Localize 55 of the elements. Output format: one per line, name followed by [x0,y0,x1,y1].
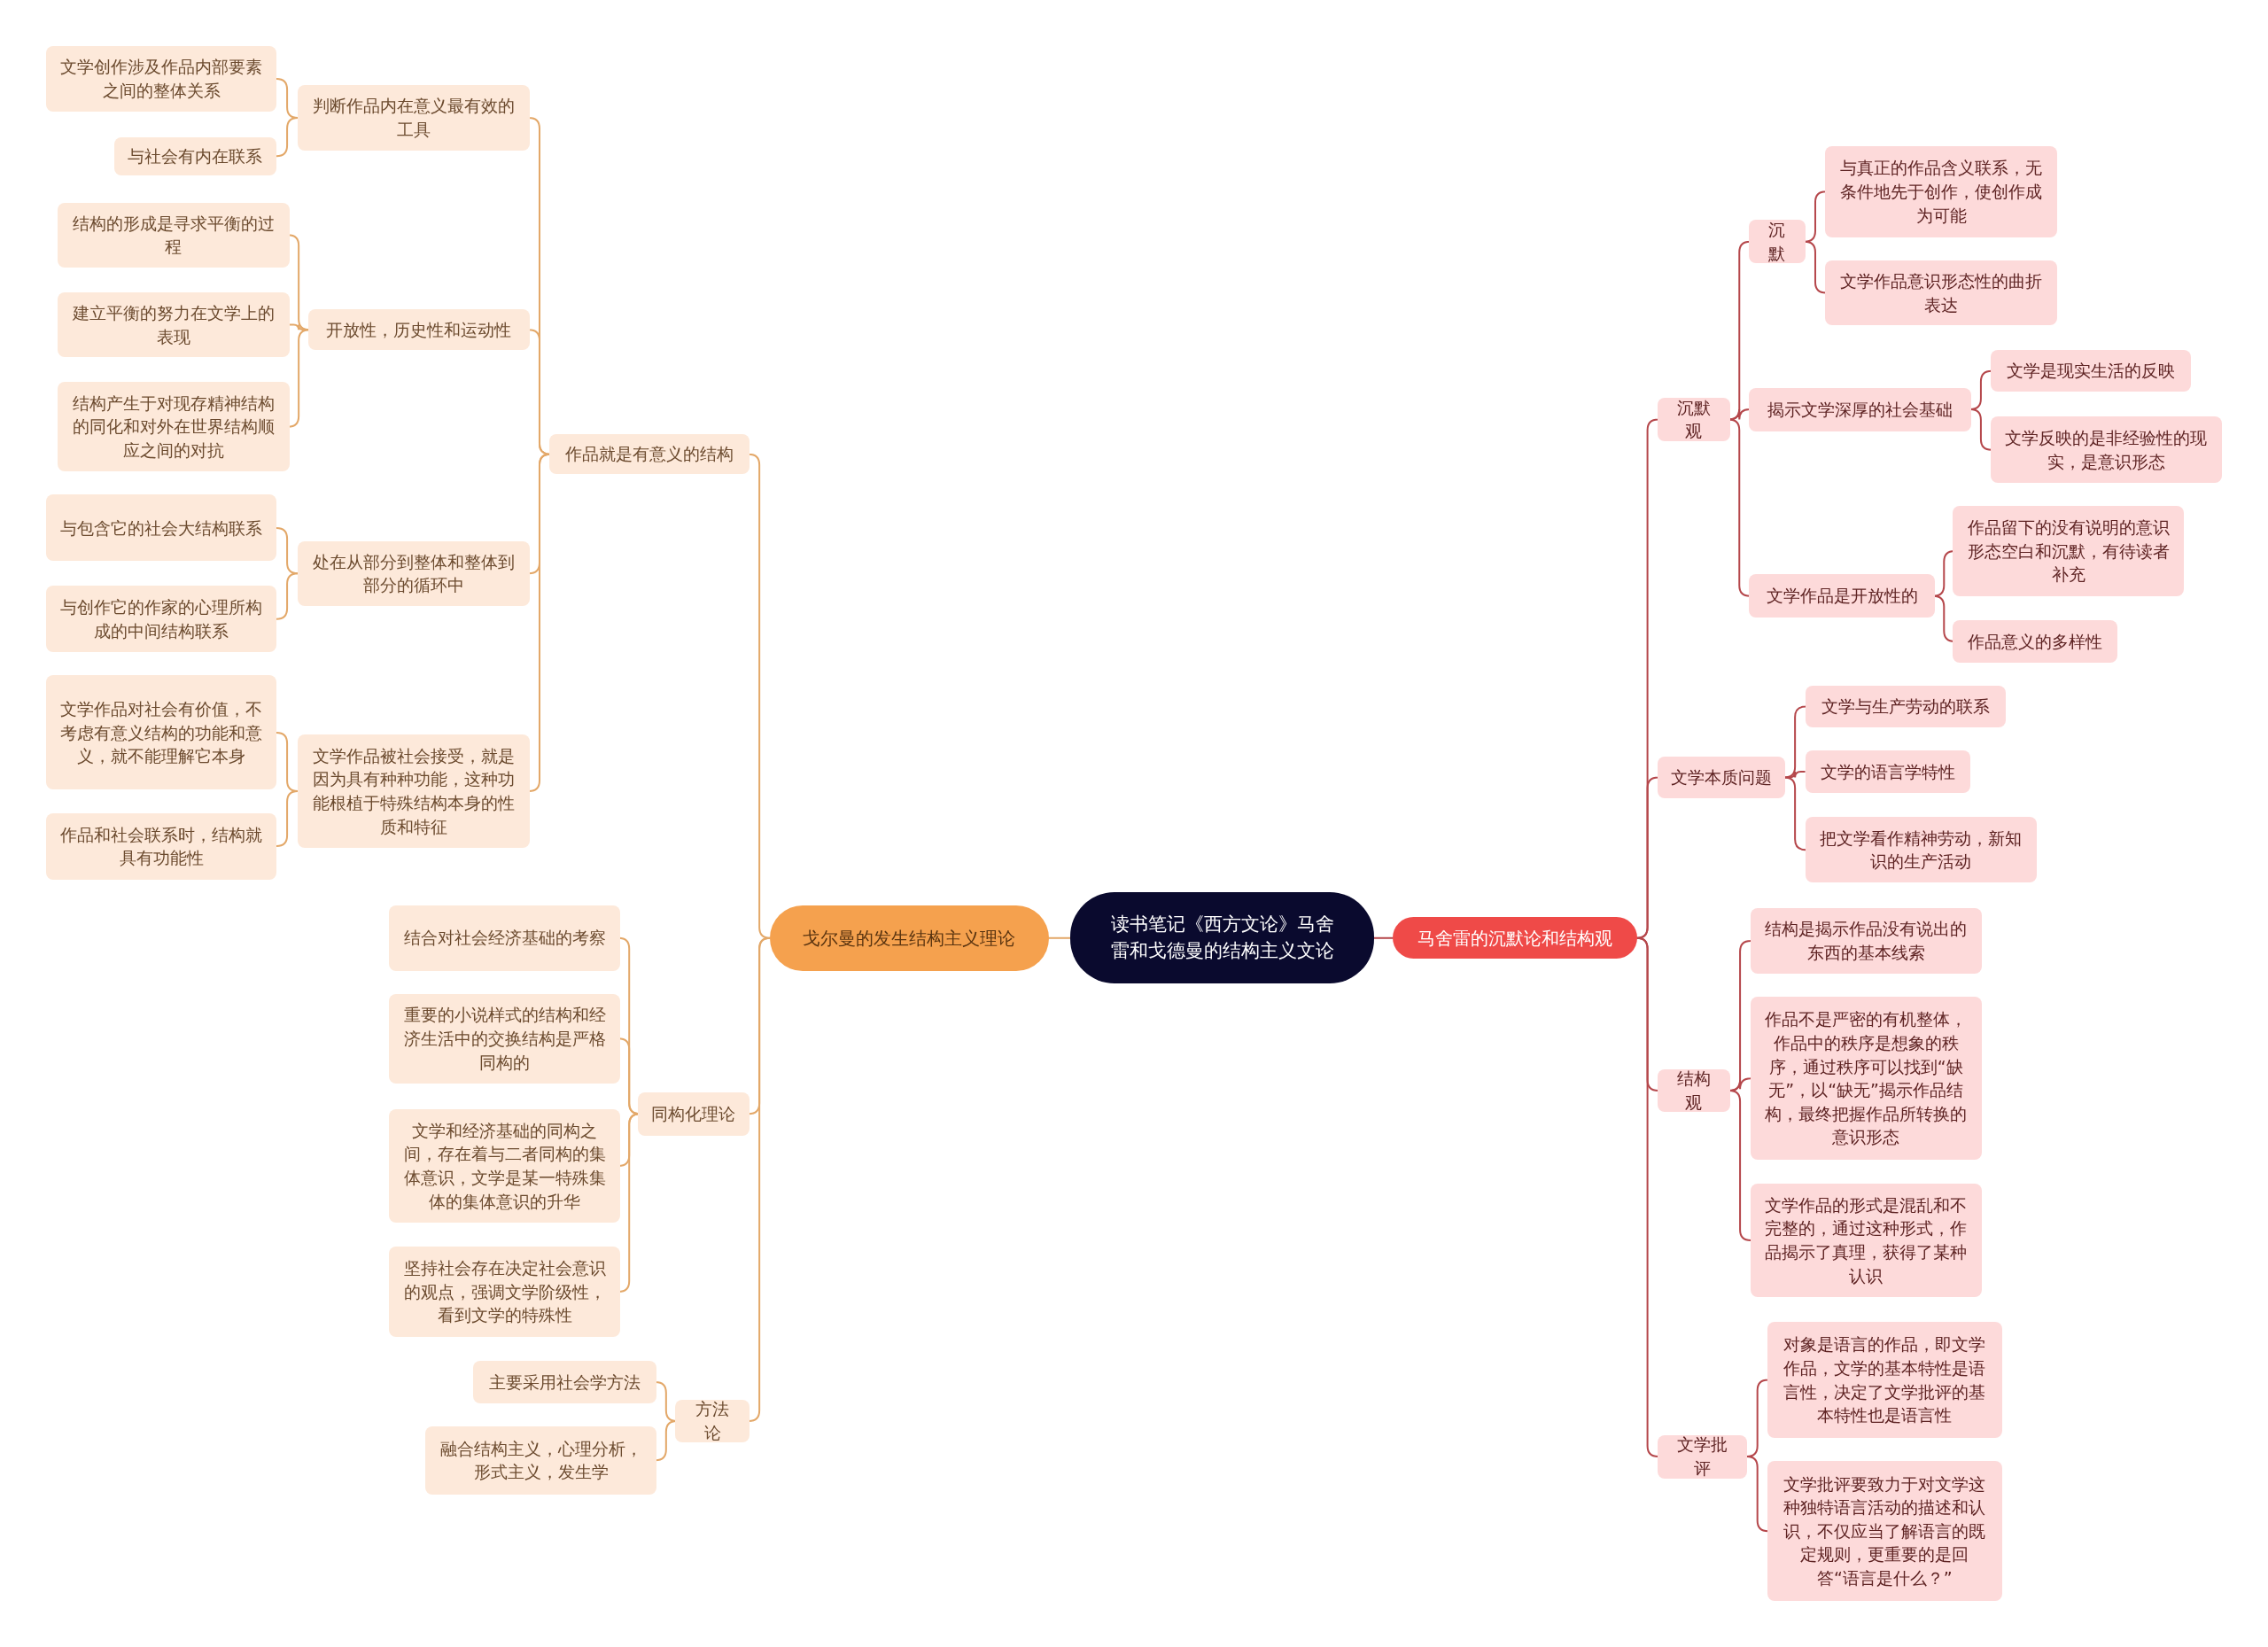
topic-box: 与真正的作品含义联系，无条件地先于创作，使创作成为可能 [1825,145,2057,237]
topic-box: 判断作品内在意义最有效的工具 [298,85,530,151]
topic-box: 作品意义的多样性 [1953,620,2118,663]
topic-box: 文学是现实生活的反映 [1990,350,2192,392]
topic-box: 结构是揭示作品没有说出的东西的基本线索 [1750,908,1982,974]
connector-line [275,790,299,848]
topic-box: 同构化理论 [638,1092,750,1136]
connector-line [1047,936,1072,939]
topic-box: 坚持社会存在决定社会意识的观点，强调文学阶级性，看到文学的特殊性 [389,1247,621,1337]
topic-box: 主要采用社会学方法 [472,1361,657,1403]
central-topic-box: 读书笔记《西方文论》马舍雷和戈德曼的结构主义文论 [1070,892,1374,984]
topic-box: 方法论 [675,1400,750,1442]
topic-box: 开放性，历史性和运动性 [307,309,530,351]
topic-box: 文学反映的是非经验性的现实，是意识形态 [1990,416,2222,484]
topic-box: 文学本质问题 [1658,756,1785,799]
topic-box: 文学作品的形式是混乱和不完整的，通过这种形式，作品揭示了真理，获得了某种认识 [1750,1183,1982,1298]
topic-box: 文学批评 [1658,1434,1748,1479]
topic-box: 建立平衡的努力在文学上的表现 [58,291,290,358]
topic-box: 作品就是有意义的结构 [549,433,750,475]
connector-line [528,329,551,455]
topic-box: 与社会有内在联系 [113,137,276,175]
topic-box: 文学批评要致力于对文学这种独特语言活动的描述和认识，不仅应当了解语言的既定规则，更重要的是回答“语言是什么？” [1767,1460,2002,1602]
topic-box: 文学与生产劳动的联系 [1805,685,2007,728]
connector-line [1373,936,1394,939]
topic-box: 融合结构主义，心理分析，形式主义，发生学 [425,1426,657,1495]
topic-box: 文学作品被社会接受，就是因为具有种种功能，这种功能根植于特殊结构本身的性质和特征 [298,734,530,848]
topic-box: 揭示文学深厚的社会基础 [1748,387,1972,431]
topic-box: 与包含它的社会大结构联系 [46,494,276,562]
connector-line [1804,190,1827,243]
topic-box: 作品不是严密的有机整体，作品中的秩序是想象的秩序，通过秩序可以找到“缺无”，以“缺无”揭示作品结构，最终把握作品所转换的意识形态 [1750,996,1982,1161]
topic-box: 马舍雷的沉默论和结构观 [1393,917,1638,959]
topic-box: 对象是语言的作品，即文学作品，文学的基本特性是语言性，决定了文学批评的基本特性也是语言性 [1767,1322,2002,1438]
topic-box: 沉默 [1748,220,1806,264]
topic-box: 与创作它的作家的心理所构成的中间结构联系 [46,586,276,653]
topic-box: 文学作品意识形态性的曲折表达 [1825,260,2057,326]
topic-box: 文学的语言学特性 [1805,750,1970,793]
topic-box: 文学创作涉及作品内部要素之间的整体关系 [46,46,276,112]
connector-line [275,572,299,620]
connector-line [275,117,299,158]
connector-line [1804,240,1827,294]
connector-line [288,323,309,331]
topic-box: 戈尔曼的发生结构主义理论 [769,905,1049,971]
topic-box: 重要的小说样式的结构和经济生活中的交换结构是严格同构的 [389,993,621,1084]
topic-box: 作品留下的没有说明的意识形态空白和沉默，有待读者补充 [1953,506,2185,596]
topic-box: 结构产生于对现存精神结构的同化和对外在世界结构顺应之间的对抗 [58,382,290,472]
topic-box: 文学作品是开放性的 [1748,574,1936,618]
topic-box: 结合对社会经济基础的考察 [389,905,621,971]
topic-box: 结构的形成是寻求平衡的过程 [58,202,290,268]
topic-box: 作品和社会联系时，结构就具有功能性 [46,812,276,880]
topic-box: 文学作品对社会有价值，不考虑有意义结构的功能和意义，就不能理解它本身 [46,675,276,790]
topic-box: 结构观 [1658,1068,1730,1113]
topic-box: 沉默观 [1658,397,1730,441]
topic-box: 把文学看作精神劳动，新知识的生产活动 [1805,817,2037,882]
topic-box: 处在从部分到整体和整体到部分的循环中 [298,540,530,607]
topic-box: 文学和经济基础的同构之间，存在着与二者同构的集体意识，文学是某一特殊集体的集体意识的升华 [389,1109,621,1223]
